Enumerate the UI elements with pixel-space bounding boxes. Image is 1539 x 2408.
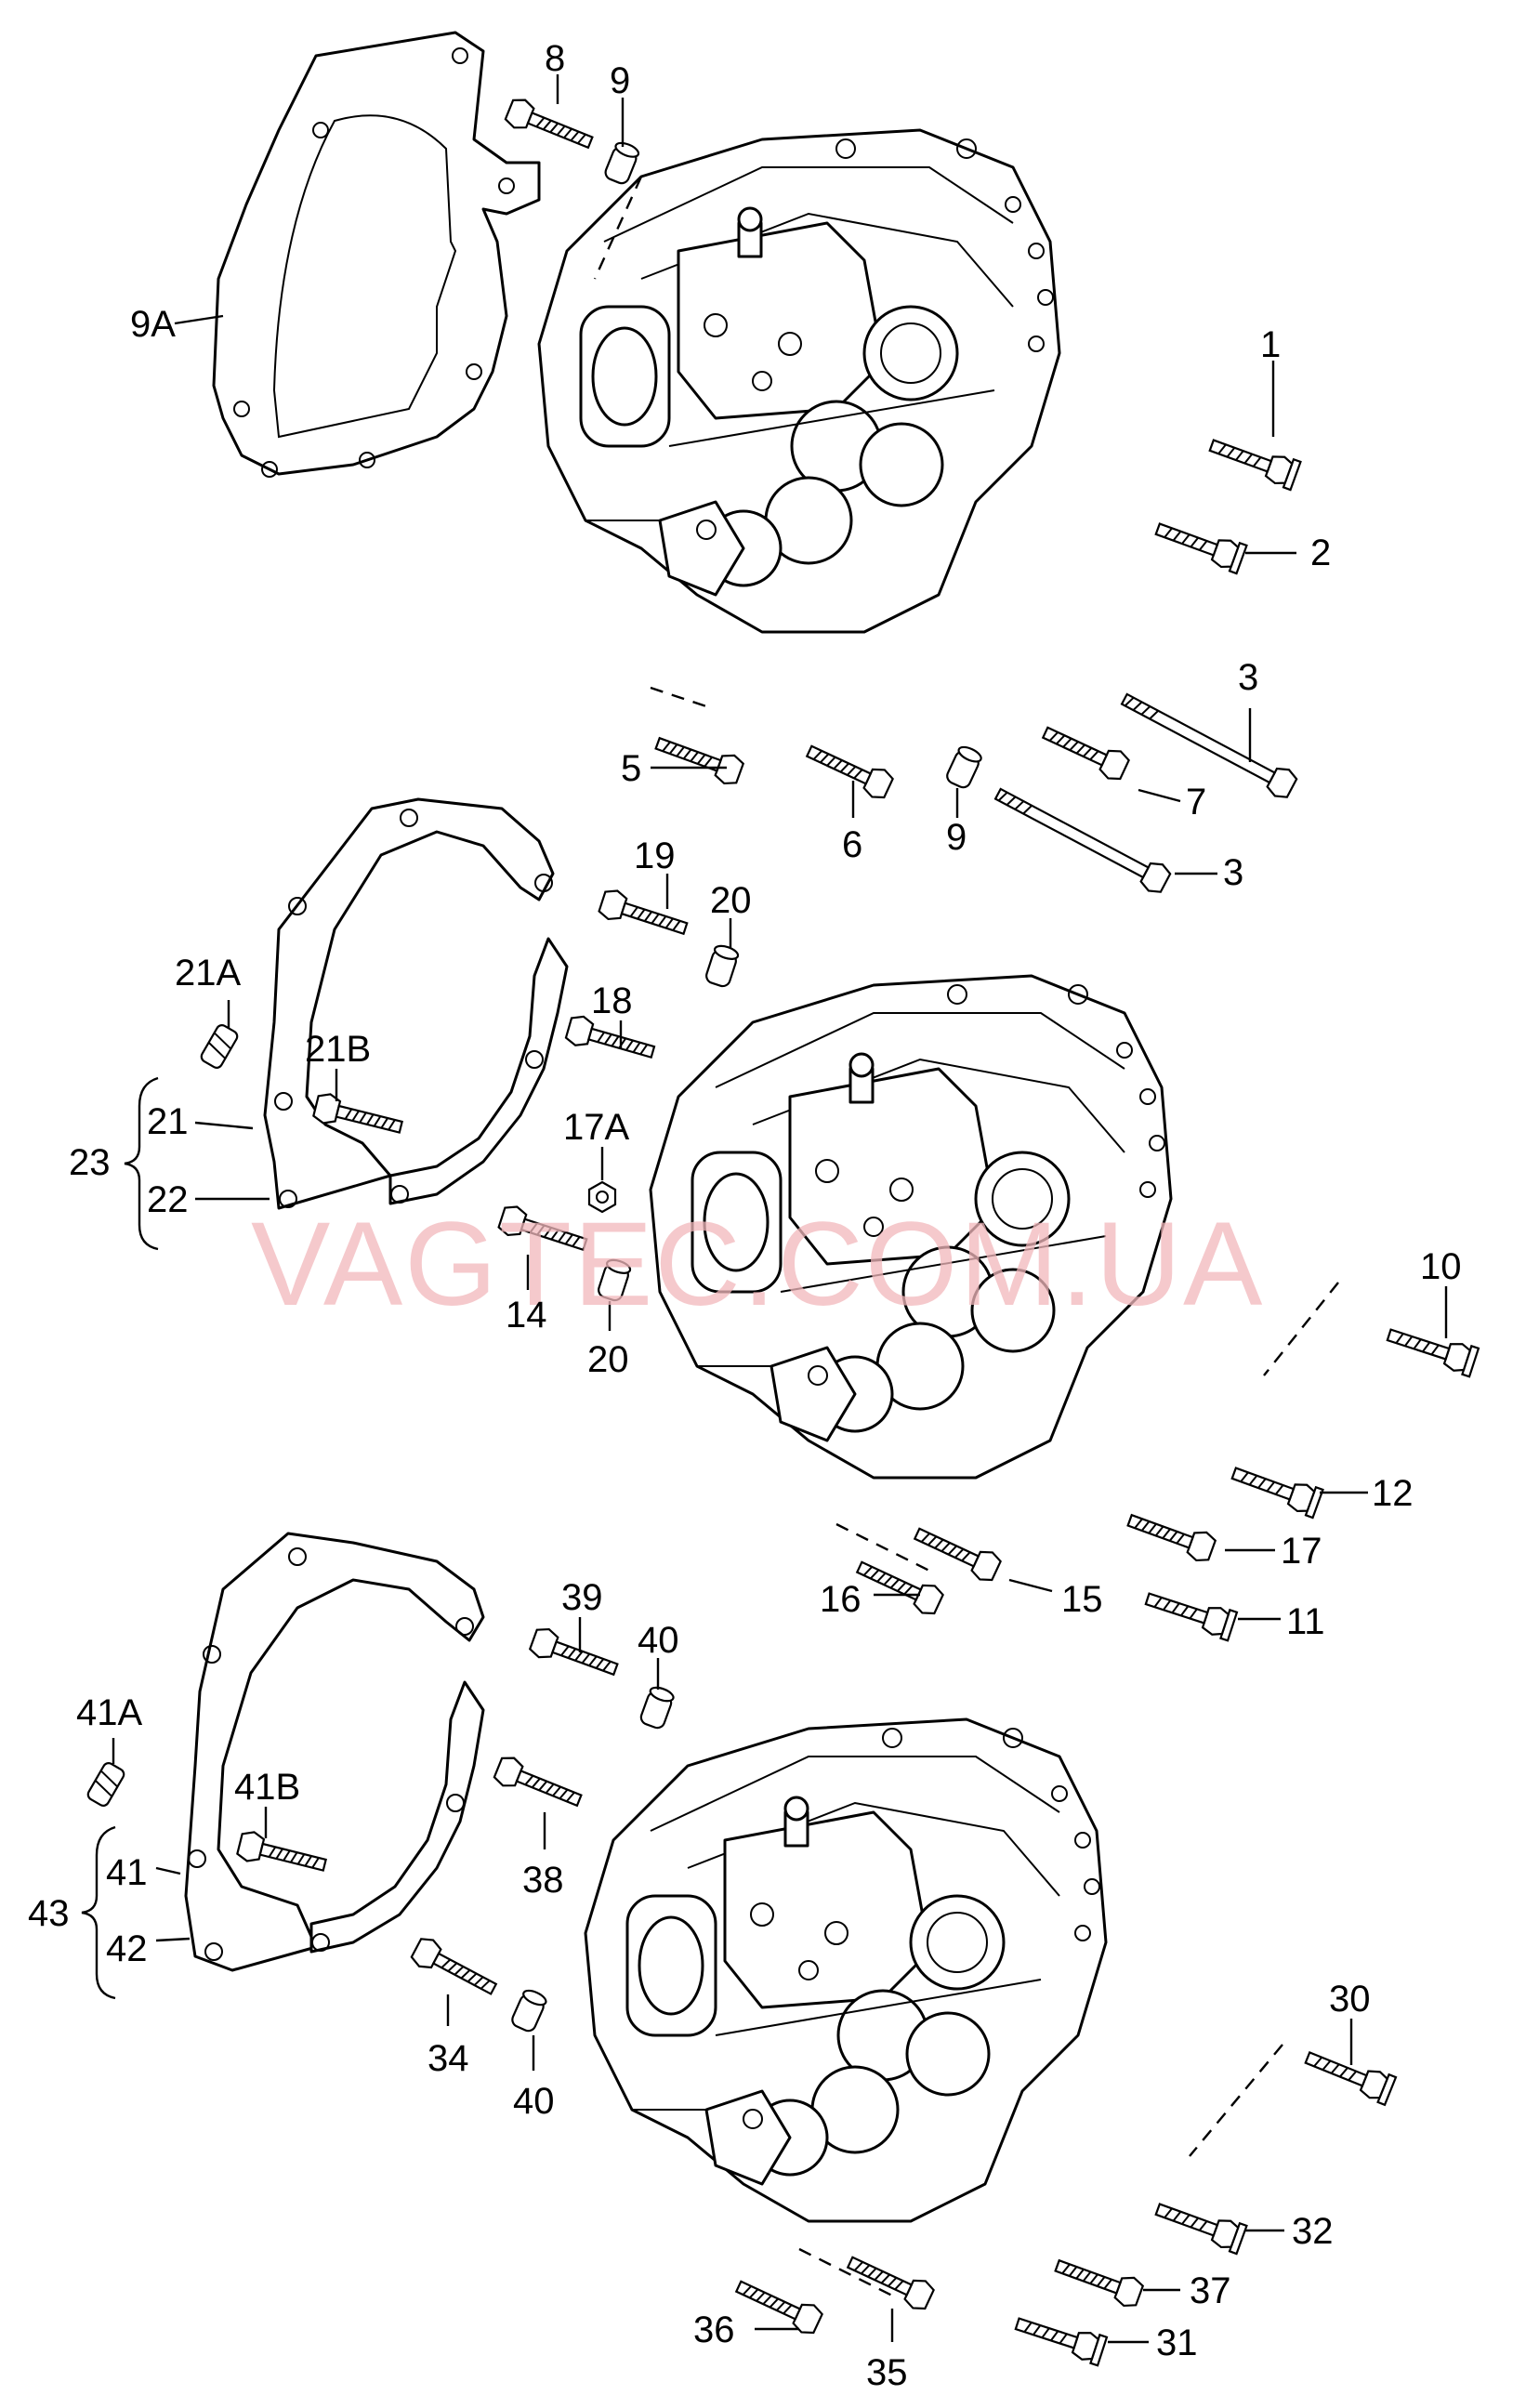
bolt-37 xyxy=(1051,2250,1146,2311)
callout-32: 32 xyxy=(1292,2211,1334,2252)
callout-40-bottom: 40 xyxy=(513,2081,555,2122)
callout-1: 1 xyxy=(1260,324,1281,365)
dowel-sleeve-40-top xyxy=(638,1683,677,1731)
dowel-sleeve-9-top xyxy=(602,138,642,187)
callout-21: 21 xyxy=(147,1101,189,1142)
callout-20-bottom: 20 xyxy=(587,1339,629,1380)
gearbox-housing-1 xyxy=(537,128,1061,634)
callout-6: 6 xyxy=(842,824,862,865)
bolt-5 xyxy=(651,728,746,789)
bolt-8 xyxy=(502,95,598,158)
bolt-1 xyxy=(1205,430,1302,492)
bolt-38 xyxy=(491,1753,586,1816)
callout-39: 39 xyxy=(561,1577,603,1618)
bolt-17 xyxy=(1124,1505,1218,1566)
callout-9a: 9A xyxy=(130,304,176,345)
bolt-10 xyxy=(1383,1320,1480,1378)
callout-21b: 21B xyxy=(305,1029,371,1070)
callout-3-upper: 3 xyxy=(1238,657,1258,698)
callout-18: 18 xyxy=(591,980,633,1021)
callout-17a: 17A xyxy=(563,1107,629,1148)
callout-35: 35 xyxy=(866,2352,908,2393)
bolt-15 xyxy=(909,1519,1004,1586)
bolt-36 xyxy=(730,2271,825,2338)
callout-15: 15 xyxy=(1061,1579,1103,1620)
bolt-34 xyxy=(408,1933,502,2004)
gearbox-housing-3 xyxy=(584,1717,1108,2223)
callout-30: 30 xyxy=(1329,1979,1371,2020)
bolt-6 xyxy=(801,736,896,803)
callout-34: 34 xyxy=(428,2038,469,2079)
bolt-2 xyxy=(1151,514,1248,575)
dowel-pin-21a xyxy=(200,1024,239,1069)
callout-41b: 41B xyxy=(234,1767,300,1808)
dowel-pin-41a xyxy=(86,1762,125,1807)
bolt-7 xyxy=(1037,717,1132,784)
gasket-42 xyxy=(184,1532,485,1972)
callout-42: 42 xyxy=(106,1928,148,1969)
bolt-16 xyxy=(851,1552,946,1619)
gasket-22 xyxy=(263,797,555,1210)
brace-43 xyxy=(81,1825,116,2000)
callout-40-top: 40 xyxy=(638,1620,679,1661)
callout-21a: 21A xyxy=(175,953,241,993)
screw-41b xyxy=(235,1828,330,1881)
bolt-3-lower xyxy=(990,780,1174,898)
bolt-11 xyxy=(1141,1584,1239,1642)
callout-17: 17 xyxy=(1281,1531,1322,1572)
dowel-sleeve-40-bottom xyxy=(508,1986,549,2034)
gasket-9a xyxy=(212,31,541,476)
dowel-sleeve-9-bottom xyxy=(943,743,985,791)
callout-7: 7 xyxy=(1186,782,1206,822)
callout-20-top: 20 xyxy=(710,880,752,921)
bolt-3-upper xyxy=(1116,685,1300,803)
callout-41a: 41A xyxy=(76,1692,142,1733)
bolt-32 xyxy=(1151,2194,1248,2256)
callout-5: 5 xyxy=(621,748,641,789)
bolt-35 xyxy=(842,2247,937,2314)
callout-22: 22 xyxy=(147,1179,189,1220)
callout-10: 10 xyxy=(1420,1246,1462,1287)
nut-17a xyxy=(587,1180,617,1214)
callout-38: 38 xyxy=(522,1860,564,1901)
callout-9-bottom: 9 xyxy=(946,817,967,858)
bolt-18 xyxy=(563,1012,658,1068)
callout-12: 12 xyxy=(1372,1473,1414,1514)
callout-2: 2 xyxy=(1310,533,1331,573)
callout-37: 37 xyxy=(1190,2270,1231,2311)
callout-36: 36 xyxy=(693,2309,735,2350)
callout-31: 31 xyxy=(1156,2322,1198,2363)
callout-8: 8 xyxy=(545,38,565,79)
callout-11: 11 xyxy=(1286,1601,1325,1642)
callout-23: 23 xyxy=(69,1142,111,1183)
callout-9-top: 9 xyxy=(610,60,630,101)
bolt-19 xyxy=(596,886,691,944)
bolt-31 xyxy=(1011,2309,1109,2367)
watermark: VAGTEC.COM.UA xyxy=(251,1198,1264,1331)
dowel-sleeve-20-top xyxy=(703,942,741,990)
callout-14: 14 xyxy=(506,1295,547,1336)
callout-19: 19 xyxy=(634,836,676,876)
callout-16: 16 xyxy=(820,1579,862,1620)
bolt-39 xyxy=(527,1624,622,1685)
callout-41: 41 xyxy=(106,1852,148,1893)
bolt-30 xyxy=(1300,2043,1398,2106)
callout-43: 43 xyxy=(28,1893,70,1934)
callout-3-lower: 3 xyxy=(1223,852,1243,893)
brace-23 xyxy=(124,1076,159,1251)
bolt-12 xyxy=(1228,1458,1324,1520)
